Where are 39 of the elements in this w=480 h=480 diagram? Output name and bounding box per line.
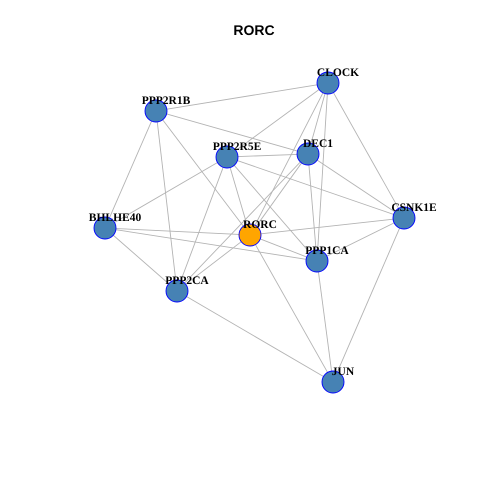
edge-line [166, 84, 318, 110]
edge-line [162, 119, 244, 227]
node-label: BHLHE40 [88, 212, 142, 224]
edge-line [316, 160, 396, 212]
node-label: RORC [243, 219, 277, 231]
node-label: CSNK1E [391, 202, 437, 214]
edge-line [238, 154, 298, 158]
node-label: JUN [332, 366, 354, 378]
edge-line [326, 222, 395, 257]
diagram-title: RORC [233, 22, 275, 38]
edge-line [254, 92, 324, 226]
node-label: CLOCK [316, 67, 360, 79]
edge-line [260, 218, 394, 234]
edge-line [308, 164, 317, 250]
edge-line [230, 167, 248, 225]
edge-line [116, 228, 240, 235]
edge-line [184, 162, 301, 284]
edge-line [254, 244, 328, 373]
edge-line [156, 121, 176, 281]
edge-line [332, 92, 400, 209]
node-label: PPP2R5E [212, 141, 262, 153]
edge-line [185, 241, 242, 285]
edge-line [234, 164, 310, 254]
node-label: DEC1 [302, 138, 333, 150]
edge-line [310, 93, 326, 144]
edge-line [115, 229, 307, 260]
edge-line [235, 89, 320, 151]
edge-line [108, 120, 152, 218]
node-label: PPP2R1B [142, 95, 190, 107]
edge-line [256, 162, 302, 226]
edge-line [260, 238, 308, 258]
edge-line [186, 296, 324, 377]
edge-line [236, 160, 394, 215]
node-label: PPP1CA [305, 245, 349, 257]
edge-line [336, 228, 400, 372]
edge-line [114, 162, 218, 223]
node-label: PPP2CA [165, 275, 209, 287]
edge-line [318, 271, 332, 372]
edge-line [166, 114, 298, 152]
